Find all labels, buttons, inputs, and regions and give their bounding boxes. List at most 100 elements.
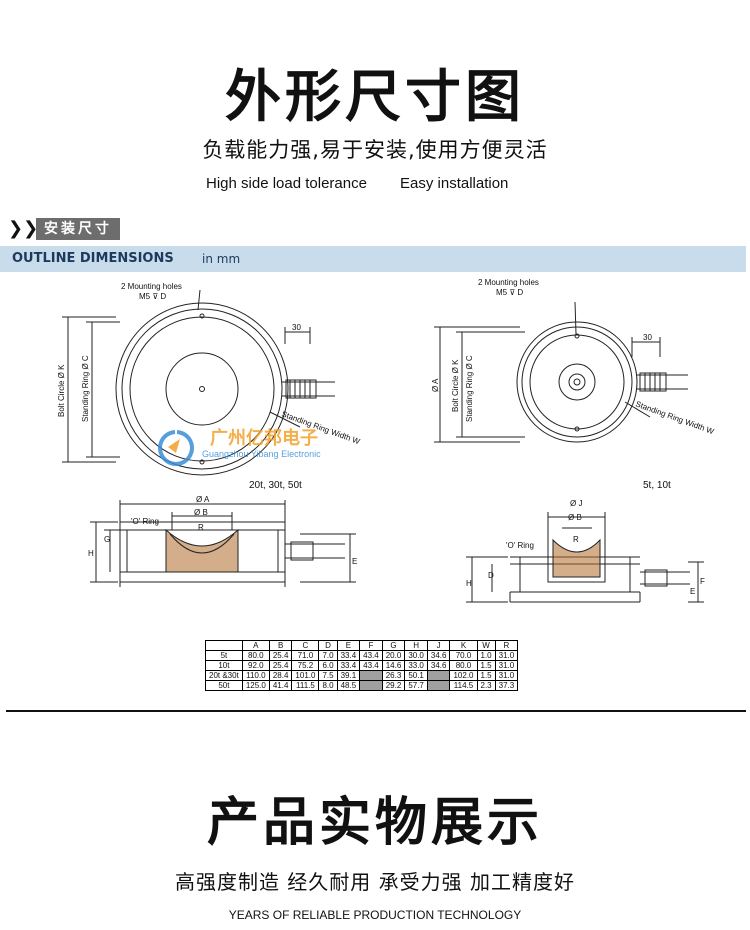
table-cell: 25.4: [268, 660, 293, 671]
table-cell: 111.5: [291, 680, 320, 691]
table-cell: 50t: [205, 680, 243, 691]
table-cell: 50.1: [404, 670, 428, 681]
phi-b-label-right: Ø B: [568, 513, 582, 522]
table-cell: 14.6: [381, 660, 406, 671]
feature-tag-2: Easy installation: [400, 175, 509, 192]
table-cell: 5t: [205, 650, 243, 661]
outline-drawing: 2 Mounting holes M5 ⊽ D Bolt Circle Ø K …: [57, 278, 716, 603]
table-header-cell: B: [268, 640, 293, 651]
table-cell: 7.5: [318, 670, 338, 681]
table-cell: 33.4: [336, 650, 361, 661]
section-tag: ❯❯ 安装尺寸: [8, 218, 120, 240]
section-tag-label: 安装尺寸: [36, 218, 120, 240]
e-label-left: E: [352, 557, 357, 566]
table-cell: 31.0: [494, 650, 519, 661]
table-cell-empty: [359, 670, 383, 681]
dim-30-right: 30: [643, 333, 652, 342]
o-ring-label-right: 'O' Ring: [506, 541, 534, 550]
h-label-left: H: [88, 549, 94, 558]
dimension-table: A B C D E F G H J K W R 5t 80.0 25.4 71.…: [205, 640, 519, 691]
dimension-table-wrap: A B C D E F G H J K W R 5t 80.0 25.4 71.…: [205, 640, 519, 691]
table-header-cell: J: [426, 640, 451, 651]
table-header-row: A B C D E F G H J K W R: [205, 640, 519, 651]
ring-width-label-right: Standing Ring Width W: [634, 399, 715, 436]
chevron-right-icon: ❯❯: [8, 218, 39, 240]
table-cell: 92.0: [241, 660, 270, 671]
e-label-right: E: [690, 587, 695, 596]
r-label-right: R: [573, 535, 579, 544]
table-cell: 33.0: [404, 660, 428, 671]
table-cell: 70.0: [449, 650, 478, 661]
table-cell: 80.0: [241, 650, 270, 661]
table-cell: 1.5: [476, 660, 496, 671]
table-row: 5t 80.0 25.4 71.0 7.0 33.4 43.4 20.0 30.…: [205, 650, 519, 661]
table-cell: 20t &30t: [205, 670, 243, 681]
table-cell: 101.0: [291, 670, 320, 681]
product-tagline: YEARS OF RELIABLE PRODUCTION TECHNOLOGY: [228, 908, 522, 922]
table-header-cell: C: [291, 640, 320, 651]
band-title: OUTLINE DIMENSIONS: [12, 251, 174, 266]
mounting-holes-label-right: 2 Mounting holes: [478, 278, 539, 287]
phi-a-label: Ø A: [196, 495, 210, 504]
m5-label-left: M5 ⊽ D: [139, 292, 166, 301]
table-header-cell: A: [241, 640, 270, 651]
table-cell: 48.5: [336, 680, 361, 691]
subtitle-cn: 负载能力强,易于安装,使用方便灵活: [202, 138, 548, 162]
table-cell: 28.4: [268, 670, 293, 681]
table-row: 20t &30t 110.0 28.4 101.0 7.5 39.1 26.3 …: [205, 670, 519, 681]
watermark-en: Guangzhou Yibang Electronic: [202, 449, 321, 459]
table-cell: 80.0: [449, 660, 478, 671]
table-cell-empty: [426, 680, 451, 691]
section-divider: [6, 710, 746, 712]
phi-j-label: Ø J: [570, 499, 582, 508]
table-header-cell: E: [336, 640, 361, 651]
table-cell: 26.3: [381, 670, 406, 681]
o-ring-label-left: 'O' Ring: [131, 517, 159, 526]
dim-30-left: 30: [292, 323, 301, 332]
table-header-cell: D: [318, 640, 338, 651]
bolt-circle-label-right: Bolt Circle Ø K: [451, 359, 460, 412]
watermark-cn: 广州亿邦电子: [210, 427, 318, 448]
table-row: 10t 92.0 25.4 75.2 6.0 33.4 43.4 14.6 33…: [205, 660, 519, 671]
table-cell: 43.4: [359, 650, 383, 661]
band-unit: in mm: [202, 252, 241, 266]
page-title: 外形尺寸图: [225, 65, 525, 130]
table-cell: 71.0: [291, 650, 320, 661]
watermark: 广州亿邦电子 Guangzhou Yibang Electronic: [202, 427, 321, 459]
h-label-right: H: [466, 579, 472, 588]
phi-a-label-top: Ø A: [431, 378, 440, 392]
table-cell: 39.1: [336, 670, 361, 681]
table-cell: 31.0: [494, 660, 519, 671]
table-cell-empty: [359, 680, 383, 691]
table-cell: 57.7: [404, 680, 428, 691]
table-cell: 102.0: [449, 670, 478, 681]
table-row: 50t 125.0 41.4 111.5 8.0 48.5 29.2 57.7 …: [205, 680, 519, 691]
table-cell: 29.2: [381, 680, 406, 691]
table-cell: 33.4: [336, 660, 361, 671]
table-header-cell: G: [381, 640, 406, 651]
table-cell: 34.6: [426, 650, 451, 661]
feature-tag-1: High side load tolerance: [206, 175, 367, 192]
outline-band: [0, 246, 746, 272]
table-cell: 1.0: [476, 650, 496, 661]
table-cell-empty: [426, 670, 451, 681]
table-header-cell: F: [359, 640, 383, 651]
table-cell: 20.0: [381, 650, 406, 661]
phi-b-label-left: Ø B: [194, 508, 208, 517]
table-cell: 1.5: [476, 670, 496, 681]
table-header-cell: H: [404, 640, 428, 651]
f-label-right: F: [700, 577, 705, 586]
table-cell: 34.6: [426, 660, 451, 671]
table-cell: 7.0: [318, 650, 338, 661]
table-header-cell: [205, 640, 243, 651]
table-cell: 114.5: [449, 680, 478, 691]
bolt-circle-label-left: Bolt Circle Ø K: [57, 364, 66, 417]
table-cell: 43.4: [359, 660, 383, 671]
product-display-subtitle: 高强度制造 经久耐用 承受力强 加工精度好: [174, 870, 576, 894]
m5-label-right: M5 ⊽ D: [496, 288, 523, 297]
table-cell: 75.2: [291, 660, 320, 671]
table-header-cell: K: [449, 640, 478, 651]
g-label-left: G: [104, 535, 110, 544]
table-cell: 6.0: [318, 660, 338, 671]
standing-ring-label-right: Standing Ring Ø C: [465, 355, 474, 422]
